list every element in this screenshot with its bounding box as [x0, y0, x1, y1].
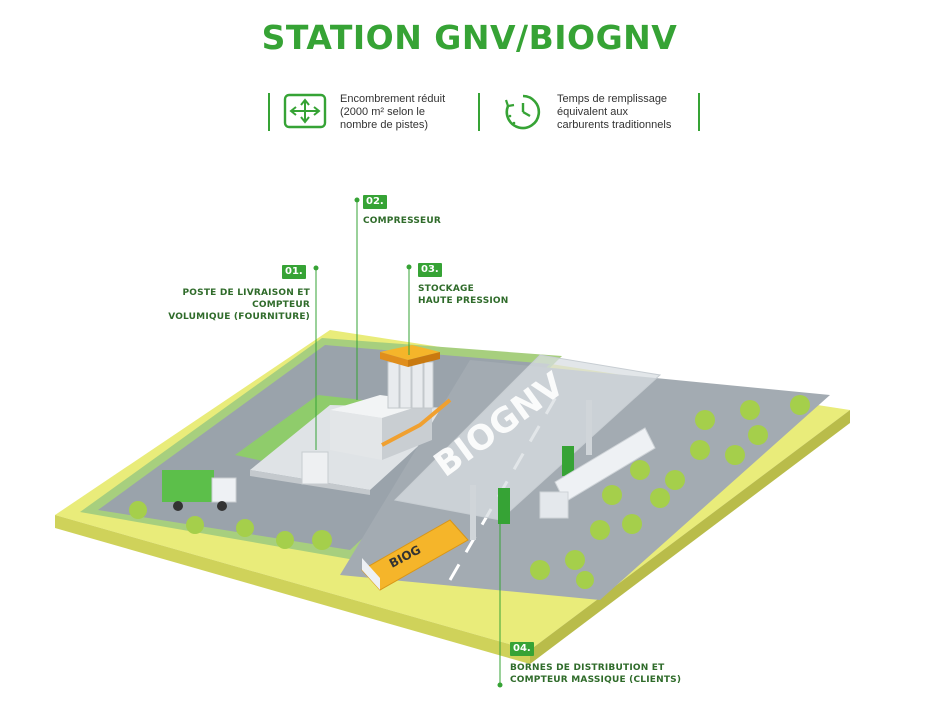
semi-cab — [539, 491, 569, 519]
callout-number: 01. — [282, 265, 306, 279]
storage-column — [399, 361, 412, 409]
callout-label: BORNES DE DISTRIBUTION ET COMPTEUR MASSI… — [510, 663, 682, 685]
area-arrows-icon — [283, 93, 327, 129]
lawn-edge-right — [530, 410, 850, 664]
callout-number: 02. — [363, 195, 387, 209]
feature-text: Encombrement réduit (2000 m² selon le no… — [340, 93, 446, 131]
storage-roof-side — [408, 352, 440, 367]
callout-label: STOCKAGE HAUTE PRESSION — [418, 284, 509, 306]
storage-column — [423, 361, 434, 409]
storage-roof-front — [380, 352, 408, 367]
canopy-roof — [393, 354, 662, 521]
divider — [268, 93, 270, 131]
canopy-pillar — [586, 400, 592, 455]
divider — [478, 93, 480, 131]
lawn-edge-left — [55, 515, 530, 664]
callout-number: 04. — [510, 642, 534, 656]
storage-column — [387, 361, 400, 409]
delivery-post — [301, 451, 329, 485]
clock-icon — [504, 94, 541, 130]
storage-roof — [380, 345, 440, 360]
storage-column — [411, 361, 424, 409]
trees — [129, 395, 810, 589]
divider — [698, 93, 700, 131]
feature-text: Temps de remplissage équivalent aux carb… — [557, 93, 672, 131]
fuel-pump — [562, 446, 574, 476]
green-truck-body — [162, 470, 214, 502]
fuel-pump — [498, 488, 510, 524]
callout-number: 03. — [418, 263, 442, 277]
compressor-front — [330, 410, 382, 460]
green-truck-cab — [211, 477, 237, 503]
callout-label: COMPRESSEUR — [363, 216, 442, 226]
canopy-pillar — [470, 485, 476, 540]
callout-label: POSTE DE LIVRAISON ET COMPTEUR VOLUMIQUE… — [168, 288, 310, 322]
page-title: STATION GNV/BIOGNV — [261, 18, 678, 57]
bus-front — [362, 558, 380, 590]
